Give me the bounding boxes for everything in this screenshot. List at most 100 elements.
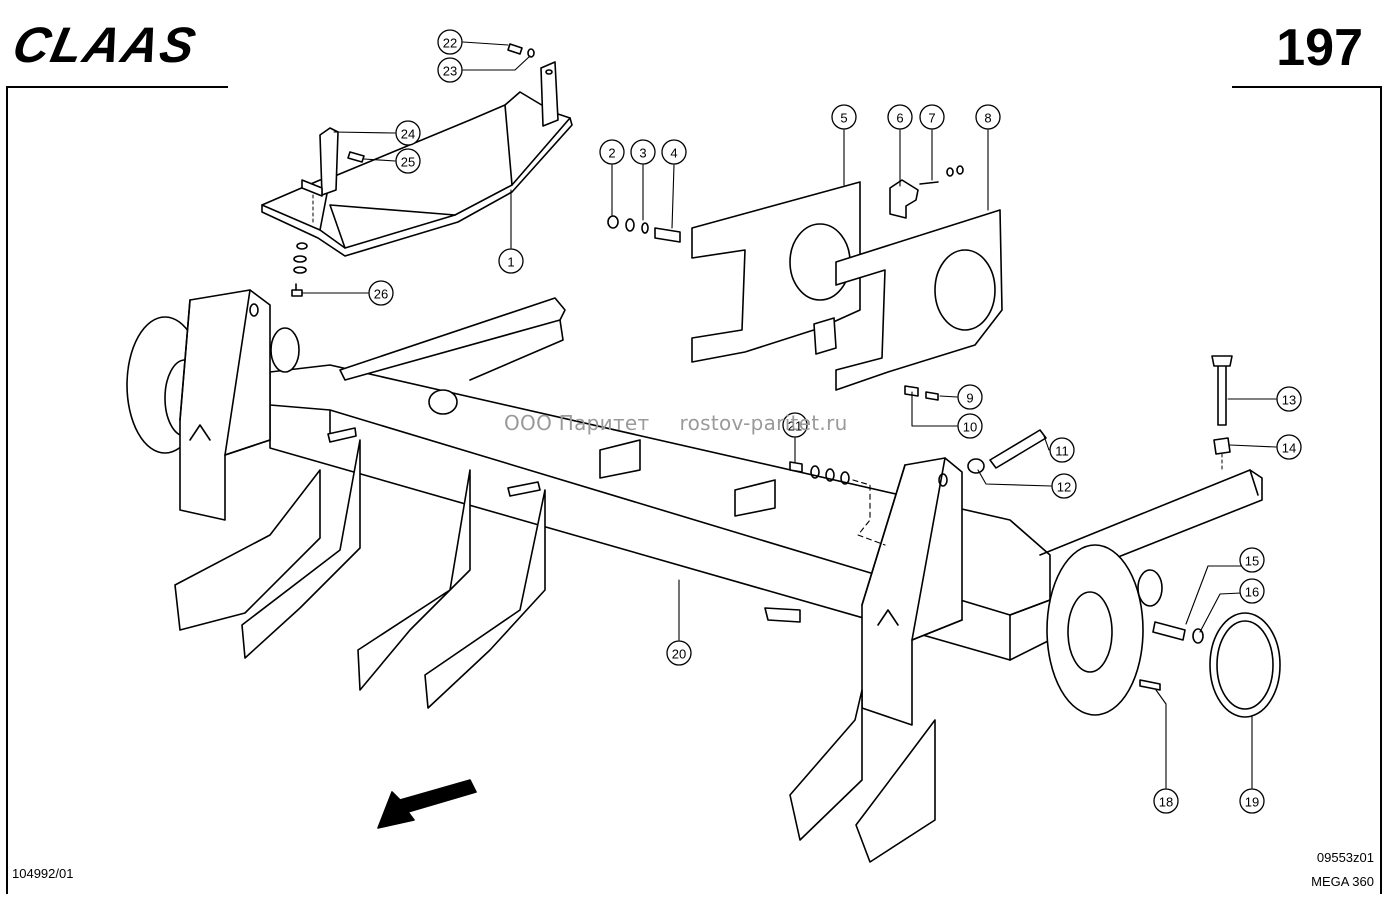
callout-circle (437, 29, 463, 55)
callout-4: 4 (661, 139, 687, 165)
callout-number: 10 (963, 420, 977, 435)
callout-2: 2 (599, 139, 625, 165)
watermark: ООО Паритет rostov-paritet.ru (504, 411, 878, 435)
callout-leader-22 (462, 41, 509, 46)
callout-number: 16 (1245, 585, 1259, 600)
callout-circle (599, 139, 625, 165)
callout-circle (1276, 386, 1302, 412)
bracket-6 (889, 179, 919, 219)
plate-8 (835, 209, 1003, 391)
callout-number: 20 (672, 647, 686, 662)
header-rule-right (1232, 86, 1382, 88)
figure-code: 09553z01 (1316, 850, 1374, 865)
callout-16: 16 (1239, 578, 1265, 604)
header-rule-left (6, 86, 228, 88)
callout-number: 21 (788, 419, 802, 434)
callout-circle (919, 104, 945, 130)
callout-circle (1051, 473, 1077, 499)
callout-number: 5 (840, 111, 847, 126)
beam-hardware (327, 355, 1233, 691)
callout-circle (437, 57, 463, 83)
callout-25: 25 (395, 148, 421, 174)
callout-1: 1 (498, 248, 524, 274)
callout-leader-10 (911, 391, 958, 427)
callout-7: 7 (919, 104, 945, 130)
watermark-site: rostov-paritet.ru (679, 411, 848, 435)
callout-number: 7 (928, 111, 935, 126)
callout-leader-4 (671, 164, 675, 229)
callout-6: 6 (887, 104, 913, 130)
left-upright (179, 289, 271, 521)
right-hub-flange (1046, 544, 1163, 716)
callout-number: 11 (1055, 444, 1069, 459)
callout-leader-15 (1185, 565, 1243, 625)
callout-23: 23 (437, 57, 463, 83)
callout-19: 19 (1239, 788, 1265, 814)
callout-3: 3 (630, 139, 656, 165)
callout-number: 24 (401, 127, 415, 142)
callout-14: 14 (1276, 434, 1302, 460)
callout-circle (395, 148, 421, 174)
callout-circle (957, 413, 983, 439)
callout-circle (661, 139, 687, 165)
callout-number: 1 (507, 255, 514, 270)
callout-circle (1239, 788, 1265, 814)
callout-number: 18 (1159, 795, 1173, 810)
callout-number: 2 (608, 146, 615, 161)
seal-ring (1209, 612, 1281, 718)
callout-leader-9 (939, 395, 958, 398)
guard-fasteners (291, 43, 535, 297)
callout-leader-23 (462, 55, 531, 71)
callout-leader-14 (1229, 444, 1277, 448)
callout-number: 19 (1245, 795, 1259, 810)
callout-number: 23 (443, 64, 457, 79)
frame-right-edge (1380, 86, 1382, 894)
callout-circle (666, 640, 692, 666)
callout-20: 20 (666, 640, 692, 666)
callout-11: 11 (1049, 437, 1075, 463)
page-number: 197 (1276, 19, 1363, 77)
callout-number: 13 (1282, 393, 1296, 408)
right-upright (861, 457, 963, 726)
callout-24: 24 (395, 120, 421, 146)
callout-number: 26 (374, 287, 388, 302)
callout-12: 12 (1051, 473, 1077, 499)
callout-circle (887, 104, 913, 130)
callout-21: 21 (782, 412, 808, 438)
callout-26: 26 (368, 280, 394, 306)
callout-5: 5 (831, 104, 857, 130)
callout-circle (975, 104, 1001, 130)
callout-leader-12 (977, 469, 1052, 487)
callout-18: 18 (1153, 788, 1179, 814)
knife-plates (174, 439, 936, 863)
drawing-id: 104992/01 (12, 866, 74, 881)
watermark-company: ООО Паритет (504, 411, 650, 435)
callout-circle (1049, 437, 1075, 463)
callout-circle (1239, 578, 1265, 604)
callout-22: 22 (437, 29, 463, 55)
frame-left-edge (6, 86, 8, 894)
callout-circle (1276, 434, 1302, 460)
plate-hardware (607, 165, 964, 401)
callout-circle (1239, 547, 1265, 573)
direction-arrow (377, 779, 477, 829)
callout-circle (957, 384, 983, 410)
callout-circle (395, 120, 421, 146)
callout-8: 8 (975, 104, 1001, 130)
callout-circle (782, 412, 808, 438)
callout-leader-16 (1199, 592, 1242, 633)
callout-circle (1153, 788, 1179, 814)
callout-leader-24 (333, 131, 396, 134)
callout-10: 10 (957, 413, 983, 439)
callout-number: 8 (984, 111, 991, 126)
callout-number: 14 (1282, 441, 1296, 456)
callout-leader-25 (363, 158, 396, 162)
callout-number: 22 (443, 36, 457, 51)
callout-circle (368, 280, 394, 306)
callout-number: 6 (896, 111, 903, 126)
callout-9: 9 (957, 384, 983, 410)
callout-number: 4 (670, 146, 677, 161)
